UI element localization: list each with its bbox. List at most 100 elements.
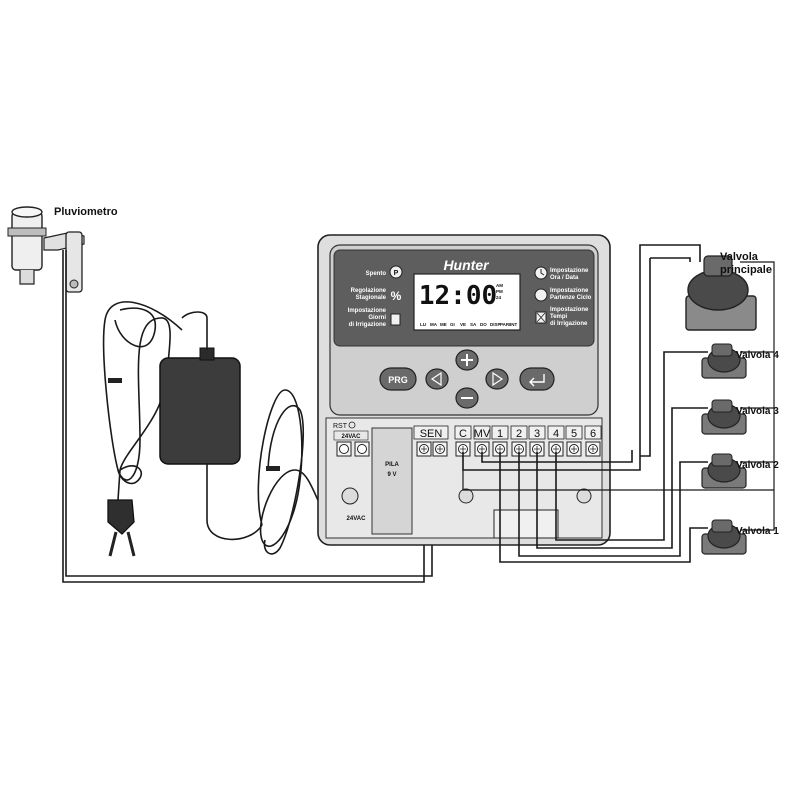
lcd-day: VE [460,322,466,327]
terminal-label-box-1 [491,425,509,440]
rst-button[interactable] [348,421,356,429]
screw-slot [553,446,559,452]
calendar-icon [390,313,401,326]
mount-hole-left [341,487,359,505]
left-mode-label: Spento [366,271,387,277]
lcd-day: ME [440,322,447,327]
screw-slot [516,446,522,452]
screw-slot [534,446,540,452]
mv-wire-b [650,257,691,262]
terminal-label-2: 2 [516,428,522,440]
adapter-body [159,357,241,465]
lcd-day: SA [470,322,477,327]
screw-slot [421,446,427,452]
master-valve: Valvola principale [685,251,772,331]
terminal-label-sen: SEN [420,428,443,440]
mv-wire [481,450,633,463]
left-mode-label: Stagionale [356,295,387,301]
rain-sensor-screw [69,279,79,289]
percent-icon: % [391,289,402,303]
rain-sensor-cap [11,206,43,218]
screw-slot [460,446,466,452]
prg-button[interactable] [379,367,417,391]
right-arrow-button[interactable] [485,368,509,390]
left-mode-label: Giorni [368,315,386,321]
mount-hole-right [576,488,592,504]
terminal-label-3: 3 [534,428,540,440]
battery-bay [371,427,413,535]
rain-sensor-body [11,211,43,271]
controller-cord-coil [263,404,305,555]
valve-2: Valvola 2 [701,453,779,489]
valve-3-solenoid [711,399,733,413]
rain-sensor-ring [7,227,47,237]
valve-wiring [462,244,775,563]
master-valve-solenoid [703,255,733,277]
adapter-top-cord [181,311,208,350]
ac-screw-1 [339,444,349,454]
terminal-label-box-mv [473,425,491,440]
terminal-label-c: C [459,428,467,440]
plug-body [107,499,135,535]
right-mode-label: Impostazione [550,268,589,274]
brand-logo: Hunter [443,257,490,273]
valve-3: Valvola 3 [701,399,779,435]
terminal-label-box-2 [510,425,528,440]
terminal-label-6: 6 [590,428,596,440]
cord-tie-left [108,378,122,383]
terminal-label-box-6 [584,425,602,440]
station-1-wire [499,452,708,563]
terminal-label-box-sen [413,425,449,440]
lcd-day: LU [420,322,426,327]
station-4-wire [555,351,708,541]
cord-tie-right [266,466,280,471]
valve-3-label: Valvola 3 [736,406,779,417]
common-bus-mv [740,261,775,352]
valve-4-label: Valvola 4 [736,350,779,361]
right-mode-label: Impostazione [550,288,589,294]
screw-slot [437,446,443,452]
rain-sensor: Pluviometro [7,206,118,293]
lcd-time: 12:00 [419,281,497,311]
back-button[interactable] [519,367,555,391]
plug-cord-loop [117,465,142,485]
left-arrow-icon [430,371,442,387]
lcd-24: 24 [496,295,502,300]
back-arrow-icon [529,374,545,387]
right-mode-label: Impostazione [550,307,589,313]
common-bus-taps [740,407,774,463]
lcd-am: AM [496,283,503,288]
ac-terminal-label: 24VAC [342,434,362,440]
valve-4: Valvola 4 [701,343,779,379]
power-off-icon [389,265,403,279]
cycle-start-icon [534,288,548,302]
left-mode-label: Regolazione [351,288,387,294]
adapter-bottom-cord [206,464,263,541]
lcd-day: INT [510,322,518,327]
screw-slot [571,446,577,452]
lcd-day: GI [450,322,455,327]
lcd-display [413,273,521,331]
screw-slot [497,446,503,452]
terminal-label-box-4 [547,425,565,440]
master-valve-label-1: Valvola [720,251,759,263]
mount-hole-center [458,488,474,504]
ac-bottom-label: 24VAC [347,516,367,522]
lcd-day: DISP [490,322,501,327]
prg-button-label: PRG [388,375,408,385]
lcd-day: PARI [500,322,510,327]
rain-sensor-label: Pluviometro [54,206,118,218]
terminal-label-box-c [454,425,472,440]
ac-screw-2 [357,444,367,454]
clock-hands-icon [540,269,545,276]
plug-cord-loop2 [114,307,156,348]
terminal-label-box-3 [528,425,546,440]
common-wire-mv [462,244,701,471]
left-arrow-button[interactable] [425,368,449,390]
hourglass-glyph [536,312,546,323]
